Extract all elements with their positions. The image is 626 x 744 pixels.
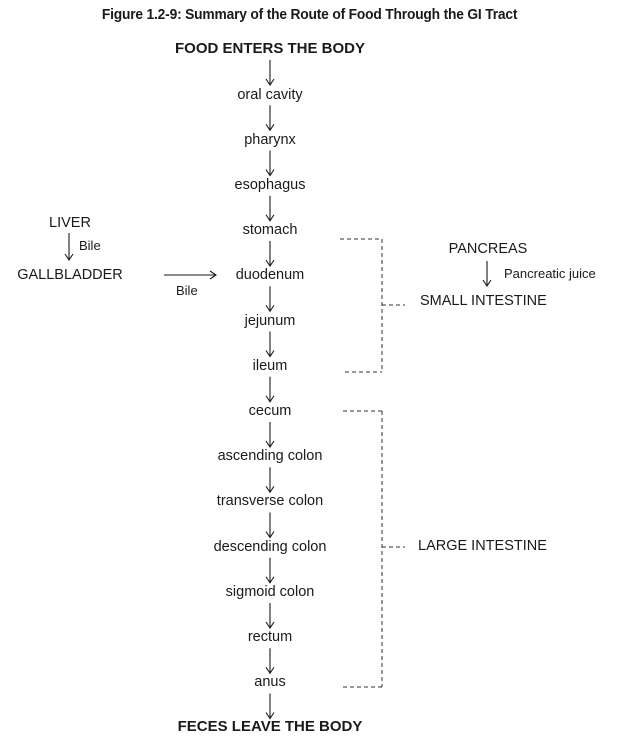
liver-bile-label: Bile	[79, 238, 101, 253]
route-cecum: cecum	[248, 403, 292, 419]
pancreas-label: PANCREAS	[448, 241, 528, 257]
small-intestine-label: SMALL INTESTINE	[420, 293, 547, 309]
route-arrow	[265, 105, 275, 132]
route-arrow	[265, 286, 275, 313]
route-pharynx: pharynx	[244, 132, 296, 148]
route-oral-cavity: oral cavity	[237, 87, 303, 103]
route-ileum: ileum	[252, 358, 288, 374]
gallbladder-bile-arrow	[164, 270, 217, 280]
route-duodenum: duodenum	[235, 267, 305, 283]
route-arrow	[265, 422, 275, 448]
route-arrow	[265, 467, 275, 494]
end-label: FECES LEAVE THE BODY	[177, 718, 363, 735]
route-arrow	[265, 60, 275, 86]
large-intestine-label: LARGE INTESTINE	[418, 538, 547, 554]
small-intestine-bracket	[340, 238, 405, 373]
route-arrow	[265, 376, 275, 403]
route-stomach: stomach	[242, 222, 298, 238]
pancreatic-juice-label: Pancreatic juice	[504, 266, 596, 281]
route-arrow	[265, 693, 275, 720]
route-arrow	[265, 241, 275, 267]
start-label: FOOD ENTERS THE BODY	[174, 40, 366, 57]
route-descending-colon: descending colon	[213, 539, 327, 555]
route-arrow	[265, 557, 275, 584]
route-arrow	[265, 603, 275, 629]
route-ascending-colon: ascending colon	[217, 448, 323, 464]
route-anus: anus	[254, 674, 286, 690]
route-arrow	[265, 150, 275, 177]
route-sigmoid-colon: sigmoid colon	[225, 584, 315, 600]
figure-title: Figure 1.2-9: Summary of the Route of Fo…	[101, 6, 518, 23]
route-jejunum: jejunum	[244, 313, 296, 329]
route-arrow	[265, 648, 275, 675]
pancreatic-juice-arrow	[482, 261, 492, 287]
route-esophagus: esophagus	[234, 177, 306, 193]
route-arrows	[265, 60, 275, 720]
large-intestine-bracket	[343, 410, 405, 688]
route-rectum: rectum	[247, 629, 293, 645]
liver-label: LIVER	[49, 215, 91, 231]
route-arrow	[265, 331, 275, 358]
route-transverse-colon: transverse colon	[216, 493, 324, 509]
liver-bile-arrow	[64, 233, 74, 261]
route-arrow	[265, 512, 275, 539]
gallbladder-bile-label: Bile	[176, 283, 198, 298]
gallbladder-label: GALLBLADDER	[17, 267, 123, 283]
route-arrow	[265, 195, 275, 222]
